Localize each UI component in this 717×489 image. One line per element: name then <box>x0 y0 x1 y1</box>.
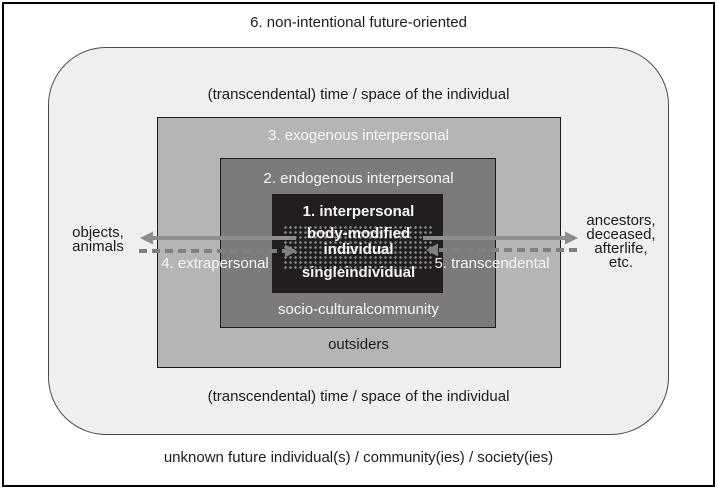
core-individual-line: individual <box>323 241 394 258</box>
time-space-bottom-label: (transcendental) time / space of the ind… <box>207 388 510 405</box>
right-flow-target-line: etc. <box>608 254 634 271</box>
outer-bottom-label: unknown future individual(s) / community… <box>163 449 554 466</box>
right-flow-target-line: afterlife, <box>594 240 648 257</box>
core-title: 1. interpersonal <box>302 203 415 220</box>
endogenous-title: 2. endogenous interpersonal <box>263 170 454 187</box>
right-flow-target-line: ancestors, <box>586 212 656 229</box>
extrapersonal-arrow-label: 4. extrapersonal <box>161 255 269 272</box>
time-space-top-label: (transcendental) time / space of the ind… <box>207 86 510 103</box>
body-modified-stipple-texture <box>283 225 433 271</box>
right-flow-target-line: deceased, <box>586 226 656 243</box>
endogenous-footer: socio-culturalcommunity <box>278 301 439 318</box>
left-flow-target-line: objects, <box>72 224 124 241</box>
left-flow-target-line: animals <box>72 238 124 255</box>
right-flow-target: ancestors, deceased, afterlife, etc. <box>576 212 666 271</box>
transcendental-arrow-label: 5. transcendental <box>434 255 550 272</box>
exogenous-footer: outsiders <box>328 336 389 353</box>
left-flow-target: objects, animals <box>53 224 143 255</box>
outer-top-label: 6. non-intentional future-oriented <box>250 14 467 31</box>
core-body-modified-line: body-modified <box>306 225 411 242</box>
exogenous-title: 3. exogenous interpersonal <box>268 127 449 144</box>
core-single-individual-line: singleindividual <box>301 264 416 281</box>
